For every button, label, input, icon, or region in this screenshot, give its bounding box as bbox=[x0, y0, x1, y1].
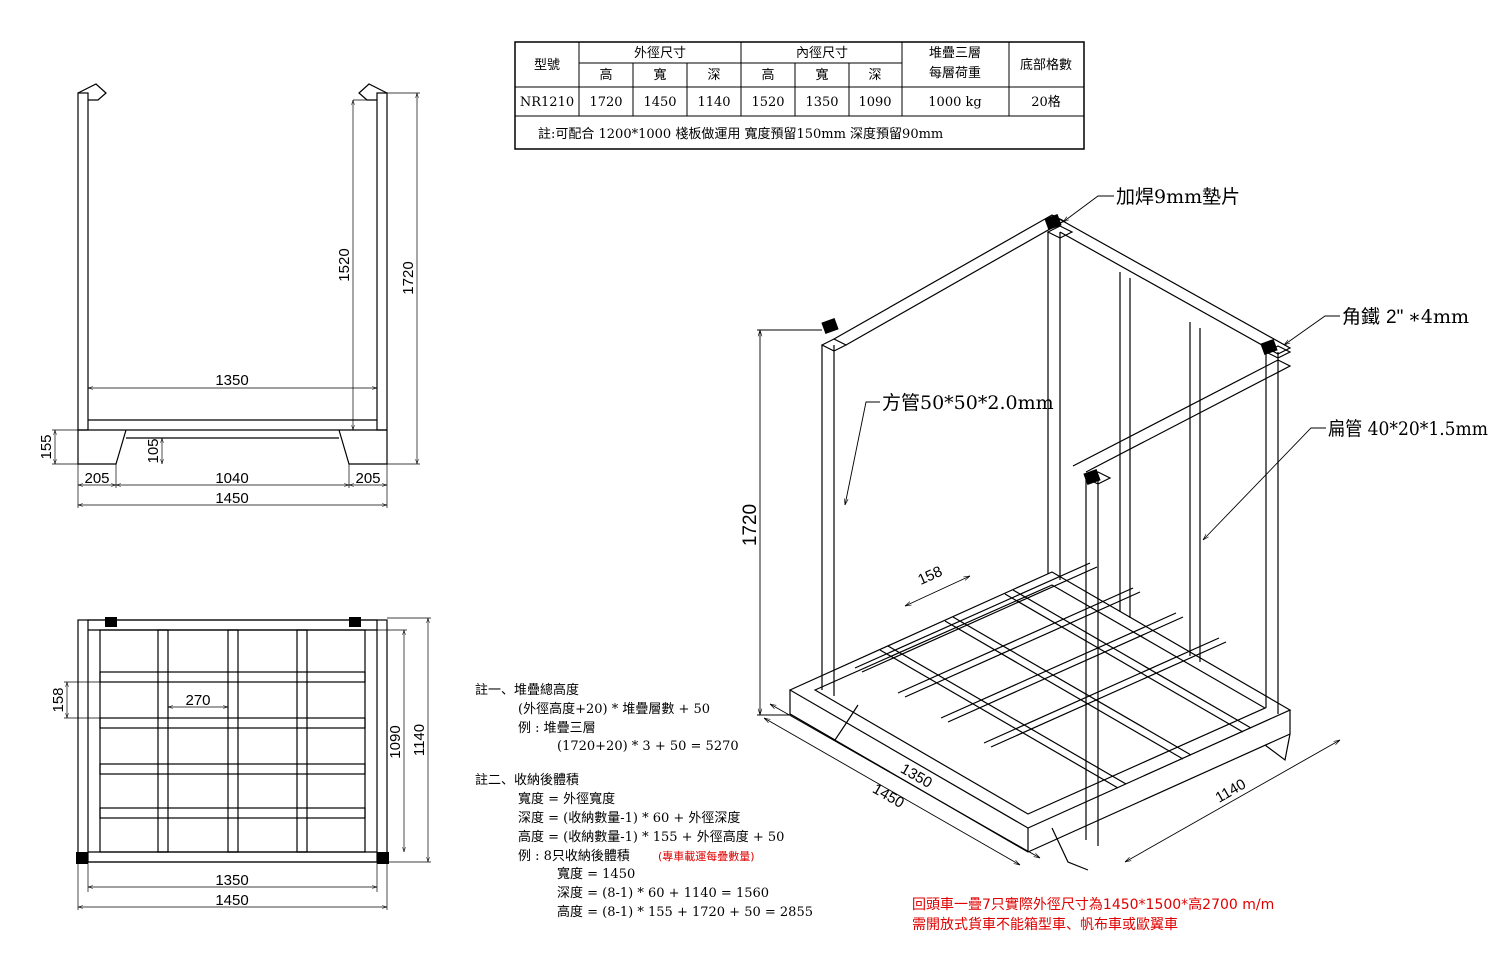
notes: 註一、堆疊總高度 (外徑高度+20) * 堆疊層數 + 50 例 : 堆疊三層 … bbox=[475, 682, 813, 920]
callout-angle-iron-size: 2" bbox=[1386, 307, 1403, 328]
top-view-dims bbox=[64, 617, 431, 910]
dim-205-left: 205 bbox=[84, 470, 109, 487]
sub-outer-h: 高 bbox=[599, 67, 612, 83]
dim-158: 158 bbox=[50, 687, 67, 712]
sub-inner-d: 深 bbox=[868, 68, 881, 83]
iso-leaders bbox=[757, 195, 1340, 865]
callout-angle-iron-label: 角鐵 bbox=[1342, 306, 1380, 328]
sub-inner-w: 寬 bbox=[815, 67, 828, 83]
iso-dim-1720: 1720 bbox=[740, 504, 761, 546]
callout-angle-iron-thickness: ∗4mm bbox=[1408, 306, 1469, 328]
sub-outer-w: 寬 bbox=[653, 67, 666, 83]
dim-270: 270 bbox=[185, 692, 210, 709]
note2-line1: 寬度 = 外徑寬度 bbox=[518, 791, 615, 807]
cell-load: 1000 kg bbox=[928, 95, 981, 110]
dim-155: 155 bbox=[38, 434, 55, 459]
header-grid: 底部格數 bbox=[1020, 57, 1072, 73]
dim-1450: 1450 bbox=[215, 490, 248, 507]
note2-line5: 寬度 = 1450 bbox=[557, 866, 635, 882]
iso-labels: 加焊9mm墊片 角鐵 2" ∗4mm 方管50*50*2.0mm 扁管 40*2… bbox=[740, 186, 1488, 812]
spec-table-text: 型號 外徑尺寸 內徑尺寸 堆疊三層 每層荷重 底部格數 高 寬 深 高 寬 深 … bbox=[520, 46, 1072, 110]
header-load-1: 堆疊三層 bbox=[929, 46, 981, 61]
header-load-2: 每層荷重 bbox=[929, 65, 981, 81]
note2-line2: 深度 = (收納數量-1) * 60 + 外徑深度 bbox=[518, 810, 740, 826]
cell-outer-d: 1140 bbox=[697, 95, 730, 110]
cell-outer-h: 1720 bbox=[589, 95, 622, 110]
iso-view bbox=[788, 214, 1292, 871]
dim-1140: 1140 bbox=[411, 724, 428, 756]
front-view-dim-labels: 1350 1520 1720 155 105 205 1040 205 1450 bbox=[38, 248, 417, 507]
note1-line1: (外徑高度+20) * 堆疊層數 + 50 bbox=[518, 701, 710, 717]
dim-1040: 1040 bbox=[215, 470, 248, 487]
note2-line6: 深度 = (8-1) * 60 + 1140 = 1560 bbox=[557, 885, 769, 901]
dim-1090: 1090 bbox=[387, 725, 404, 758]
cell-outer-w: 1450 bbox=[643, 95, 676, 110]
red-note-line1: 回頭車一疊7只實際外徑尺寸為1450*1500*高2700 m/m bbox=[912, 896, 1274, 913]
top-view bbox=[77, 619, 388, 863]
sub-outer-d: 深 bbox=[707, 68, 720, 83]
header-model: 型號 bbox=[534, 58, 560, 73]
note1-line3: (1720+20) * 3 + 50 = 5270 bbox=[557, 739, 739, 754]
callout-shim: 加焊9mm墊片 bbox=[1116, 186, 1240, 208]
note1-line2: 例 : 堆疊三層 bbox=[518, 721, 596, 736]
callout-square-tube: 方管50*50*2.0mm bbox=[882, 392, 1054, 414]
front-view-dims bbox=[52, 92, 420, 508]
note2-line4-red: (專車載運每疊數量) bbox=[658, 849, 755, 863]
dim-1450: 1450 bbox=[215, 892, 248, 909]
spec-table bbox=[514, 41, 1085, 150]
dim-1350: 1350 bbox=[215, 372, 248, 389]
dim-1720: 1720 bbox=[400, 261, 417, 294]
cell-inner-w: 1350 bbox=[805, 95, 838, 110]
cell-inner-d: 1090 bbox=[858, 95, 891, 110]
dim-1520: 1520 bbox=[336, 248, 353, 281]
note2-title: 註二、收納後體積 bbox=[475, 773, 579, 788]
header-outer: 外徑尺寸 bbox=[634, 46, 686, 61]
top-view-corners bbox=[76, 617, 389, 864]
note1-title: 註一、堆疊總高度 bbox=[475, 682, 579, 698]
iso-dim-1450: 1450 bbox=[870, 780, 907, 811]
dim-1350: 1350 bbox=[215, 872, 248, 889]
sub-inner-h: 高 bbox=[761, 67, 774, 83]
table-note: 註:可配合 1200*1000 棧板做運用 寬度預留150mm 深度預留90mm bbox=[538, 126, 943, 142]
red-note-line2: 需開放式貨車不能箱型車、帆布車或歐翼車 bbox=[912, 916, 1178, 933]
cell-inner-h: 1520 bbox=[751, 95, 784, 110]
callout-flat-tube: 扁管 40*20*1.5mm bbox=[1328, 418, 1488, 440]
top-view-dim-labels: 158 270 1090 1140 1350 1450 bbox=[50, 687, 428, 909]
iso-view-corners bbox=[821, 213, 1278, 486]
red-notes: 回頭車一疊7只實際外徑尺寸為1450*1500*高2700 m/m 需開放式貨車… bbox=[912, 896, 1274, 933]
dim-105: 105 bbox=[145, 438, 162, 463]
front-view bbox=[77, 83, 388, 465]
note2-line3: 高度 = (收納數量-1) * 155 + 外徑高度 + 50 bbox=[518, 829, 784, 845]
dim-205-right: 205 bbox=[355, 470, 380, 487]
iso-dim-158: 158 bbox=[915, 563, 945, 589]
cell-model: NR1210 bbox=[520, 95, 574, 110]
header-inner: 內徑尺寸 bbox=[796, 46, 848, 61]
cell-grid: 20格 bbox=[1031, 94, 1061, 110]
note2-line4: 例 : 8只收納後體積 bbox=[518, 849, 630, 864]
note2-line7: 高度 = (8-1) * 155 + 1720 + 50 = 2855 bbox=[557, 904, 813, 920]
